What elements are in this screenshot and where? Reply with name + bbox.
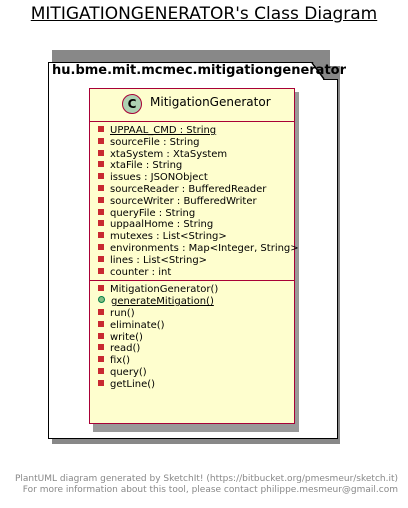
private-visibility-icon xyxy=(98,196,104,203)
private-visibility-icon xyxy=(98,379,104,386)
method-row-label: generateMitigation() xyxy=(111,296,214,308)
private-visibility-icon xyxy=(98,149,104,156)
footer-line-2: For more information about this tool, pl… xyxy=(22,485,398,495)
attribute-row[interactable]: sourceReader : BufferedReader xyxy=(98,184,294,196)
attribute-row-label: UPPAAL_CMD : String xyxy=(110,125,217,136)
method-row-label: getLine() xyxy=(110,378,156,390)
private-visibility-icon xyxy=(98,184,104,191)
private-visibility-icon xyxy=(98,285,104,292)
diagram-title: MITIGATIONGENERATOR's Class Diagram xyxy=(30,4,378,24)
private-visibility-icon xyxy=(98,367,104,374)
attribute-row-label: environments : Map<Integer, String> xyxy=(110,242,299,254)
private-visibility-icon xyxy=(98,232,104,239)
footer: PlantUML diagram generated by SketchIt! … xyxy=(15,474,398,496)
private-visibility-icon xyxy=(98,332,104,339)
attribute-row[interactable]: queryFile : String xyxy=(98,208,294,220)
methods-divider xyxy=(90,280,294,282)
class-box[interactable]: C MitigationGenerator UPPAAL_CMD : Strin… xyxy=(89,88,299,424)
method-row-label: eliminate() xyxy=(110,319,165,331)
attribute-row-label: counter : int xyxy=(110,266,172,278)
class-stereotype-icon: C xyxy=(122,94,142,114)
method-row-label: read() xyxy=(110,343,141,355)
private-visibility-icon xyxy=(98,267,104,274)
private-visibility-icon xyxy=(98,173,104,180)
attribute-row[interactable]: xtaSystem : XtaSystem xyxy=(98,149,294,161)
attribute-row-label: xtaFile : String xyxy=(110,160,183,172)
attribute-row[interactable]: sourceFile : String xyxy=(98,137,294,149)
method-row[interactable]: eliminate() xyxy=(98,320,294,332)
method-row-label: write() xyxy=(110,331,143,343)
method-row[interactable]: query() xyxy=(98,367,294,379)
public-visibility-icon xyxy=(98,296,105,304)
attribute-row[interactable]: uppaalHome : String xyxy=(98,219,294,231)
class-name: MitigationGenerator xyxy=(150,95,271,109)
attribute-row-label: mutexes : List<String> xyxy=(110,231,227,243)
attribute-row[interactable]: UPPAAL_CMD : String xyxy=(98,125,294,137)
attribute-row-label: lines : List<String> xyxy=(110,254,208,266)
attribute-row-label: uppaalHome : String xyxy=(110,219,214,231)
attribute-row-label: queryFile : String xyxy=(110,207,196,219)
attribute-row-label: xtaSystem : XtaSystem xyxy=(110,148,228,160)
attribute-row[interactable]: mutexes : List<String> xyxy=(98,231,294,243)
private-visibility-icon xyxy=(98,208,104,215)
private-visibility-icon xyxy=(98,356,104,363)
attribute-row[interactable]: issues : JSONObject xyxy=(98,172,294,184)
private-visibility-icon xyxy=(98,344,104,351)
attribute-row-label: issues : JSONObject xyxy=(110,172,208,184)
method-row-label: run() xyxy=(110,307,135,319)
methods-section: MitigationGenerator()generateMitigation(… xyxy=(90,281,294,392)
private-visibility-icon xyxy=(98,161,104,168)
method-row[interactable]: generateMitigation() xyxy=(98,296,294,308)
attribute-row[interactable]: environments : Map<Integer, String> xyxy=(98,243,299,255)
method-row[interactable]: getLine() xyxy=(98,379,294,391)
attributes-divider xyxy=(90,121,294,122)
package-tab-edge xyxy=(311,62,325,80)
method-row[interactable]: write() xyxy=(98,332,294,344)
private-visibility-icon xyxy=(98,137,104,144)
private-visibility-icon xyxy=(98,126,104,132)
method-row-label: fix() xyxy=(110,355,131,367)
method-row[interactable]: read() xyxy=(98,343,294,355)
private-visibility-icon xyxy=(98,320,104,327)
attribute-row[interactable]: lines : List<String> xyxy=(98,255,294,267)
attribute-row[interactable]: counter : int xyxy=(98,267,294,279)
private-visibility-icon xyxy=(98,243,104,250)
method-row-label: query() xyxy=(110,366,147,378)
attribute-row-label: sourceFile : String xyxy=(110,136,200,148)
method-row[interactable]: fix() xyxy=(98,355,294,367)
attribute-row-label: sourceReader : BufferedReader xyxy=(110,183,267,195)
attribute-row-label: sourceWriter : BufferedWriter xyxy=(110,195,257,207)
package-name: hu.bme.mit.mcmec.mitigationgenerator xyxy=(52,63,347,78)
class-header: C MitigationGenerator xyxy=(90,89,294,121)
footer-line-1: PlantUML diagram generated by SketchIt! … xyxy=(14,474,398,484)
attribute-row[interactable]: sourceWriter : BufferedWriter xyxy=(98,196,294,208)
private-visibility-icon xyxy=(98,308,104,315)
method-row[interactable]: run() xyxy=(98,308,294,320)
private-visibility-icon xyxy=(98,220,104,227)
method-row-label: MitigationGenerator() xyxy=(110,284,219,296)
attribute-row[interactable]: xtaFile : String xyxy=(98,160,294,172)
private-visibility-icon xyxy=(98,255,104,262)
method-row[interactable]: MitigationGenerator() xyxy=(98,284,294,296)
